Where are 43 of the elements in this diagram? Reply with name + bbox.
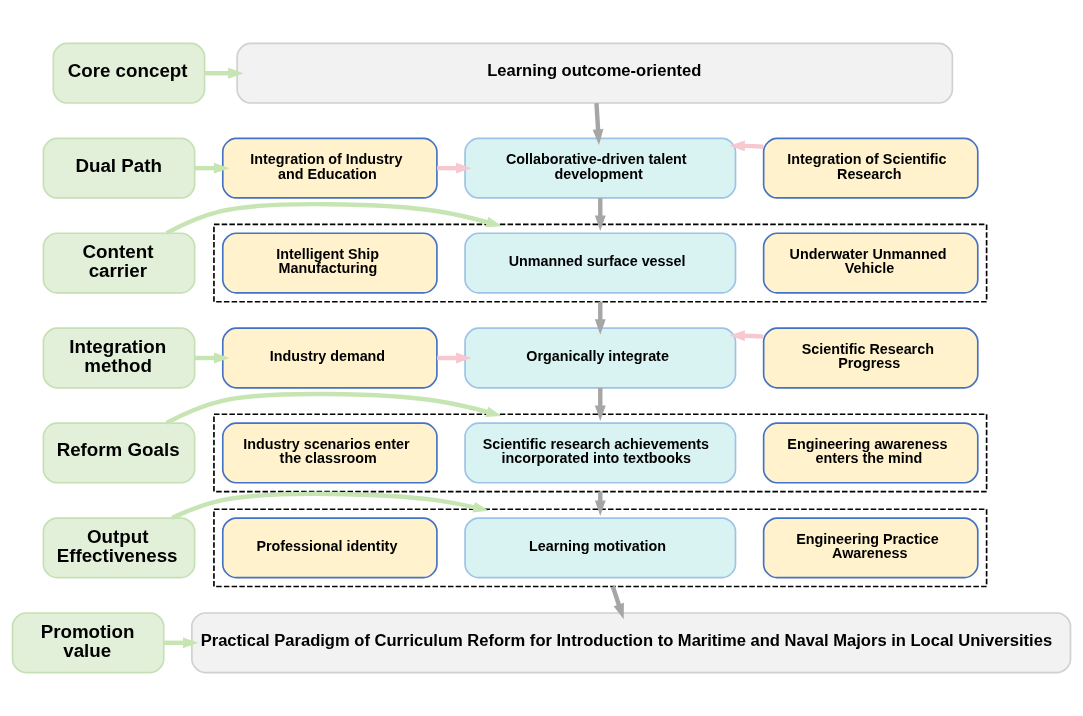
node-box: Intelligent Ship Manufacturing <box>221 232 438 294</box>
node-box: Unmanned surface vessel <box>464 232 737 294</box>
arrow <box>165 202 502 236</box>
node-box: Collaborative-driven talent development <box>464 137 737 199</box>
node-box: Practical Paradigm of Curriculum Reform for Introduction to Maritime and Naval Majors in Local Universities <box>191 612 1072 674</box>
arrow <box>729 140 764 152</box>
node-box: Learning outcome-oriented <box>236 42 954 104</box>
node-box: Industry scenarios enter the classroom <box>221 422 438 484</box>
node-box: Promotion value <box>11 612 165 674</box>
arrow <box>194 352 230 364</box>
node-box: Underwater Unmanned Vehicle <box>762 232 979 294</box>
node-box: Core concept <box>52 42 206 104</box>
node-box: Scientific research achievements incorporated into textbooks <box>464 422 737 484</box>
node-box: Output Effectiveness <box>42 517 196 579</box>
node-box: Dual Path <box>42 137 196 199</box>
arrow <box>594 387 606 421</box>
arrow <box>594 198 606 232</box>
cluster <box>213 508 988 588</box>
arrow <box>194 162 230 174</box>
arrow <box>165 391 502 425</box>
node-box: Engineering Practice Awareness <box>762 517 979 579</box>
cluster <box>213 223 988 303</box>
node-box: Scientific Research Progress <box>762 327 979 389</box>
node-box: Integration method <box>42 327 196 389</box>
node-box: Professional identity <box>221 517 438 579</box>
arrow <box>610 585 624 620</box>
arrow <box>171 491 489 520</box>
node-box: Reform Goals <box>42 422 196 484</box>
arrow <box>729 330 764 342</box>
arrow <box>437 162 472 174</box>
node-box: Organically integrate <box>464 327 737 389</box>
arrow <box>437 352 472 364</box>
node-box: Learning motivation <box>464 517 737 579</box>
arrow <box>204 67 244 79</box>
arrow <box>163 637 199 649</box>
node-box: Industry demand <box>221 327 438 389</box>
arrow <box>592 103 604 145</box>
node-box: Engineering awareness enters the mind <box>762 422 979 484</box>
arrow <box>594 301 606 335</box>
node-box: Integration of Industry and Education <box>221 137 438 199</box>
node-box: Integration of Scientific Research <box>762 137 979 199</box>
node-box: Content carrier <box>42 232 196 294</box>
cluster <box>213 413 988 493</box>
